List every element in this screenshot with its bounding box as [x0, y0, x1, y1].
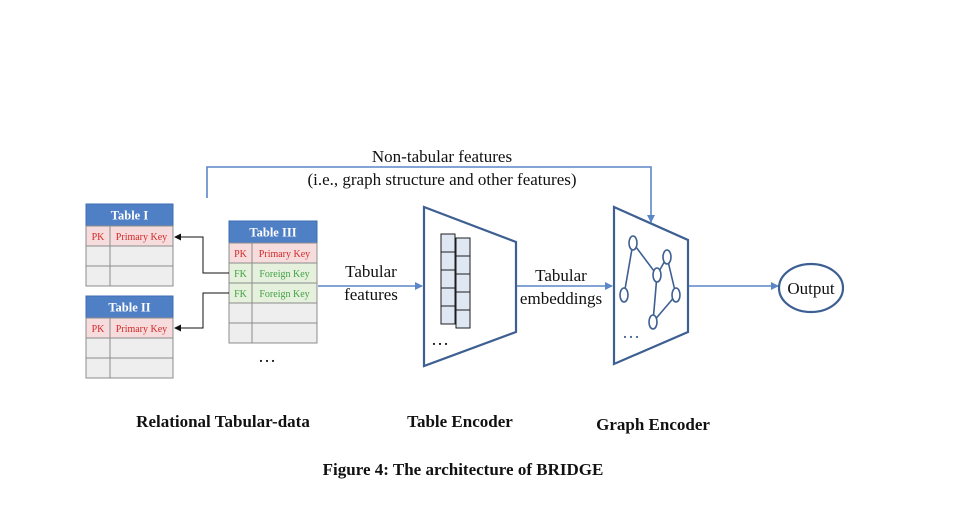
output-label: Output — [787, 279, 835, 298]
table-i-pk-label: Primary Key — [116, 232, 167, 243]
table-ii-pk-code: PK — [92, 324, 106, 335]
non-tabular-arrow — [206, 166, 655, 223]
fk1-to-table-i-connector — [174, 233, 229, 274]
table-iii-fk1-code: FK — [234, 269, 248, 280]
embedding-grid-icon — [440, 233, 471, 329]
table-iii: Table III PK Primary Key FK Foreign Key … — [228, 220, 318, 344]
graph-network-icon — [619, 235, 681, 330]
table-encoder-label: Table Encoder — [407, 412, 513, 431]
relational-tabular-data-label: Relational Tabular-data — [136, 412, 310, 431]
table-i-pk-code: PK — [92, 232, 106, 243]
non-tabular-label-line1: Non-tabular features — [372, 147, 512, 166]
table-ii: Table II PK Primary Key — [85, 295, 174, 379]
graph-encoder-label: Graph Encoder — [596, 415, 710, 434]
figure-caption: Figure 4: The architecture of BRIDGE — [323, 460, 604, 479]
table-i-title: Table I — [111, 209, 149, 223]
table-ii-title: Table II — [108, 301, 150, 315]
table-iii-fk1-label: Foreign Key — [259, 269, 309, 280]
table-ii-pk-label: Primary Key — [116, 324, 167, 335]
table-iii-pk-label: Primary Key — [259, 249, 310, 260]
fk2-to-table-ii-connector — [174, 292, 229, 332]
table-iii-pk-code: PK — [234, 249, 248, 260]
more-tables-ellipsis: … — [258, 346, 276, 366]
non-tabular-label-line2: (i.e., graph structure and other feature… — [307, 170, 576, 189]
table-iii-title: Table III — [249, 226, 296, 240]
tabular-features-label-line1: Tabular — [345, 262, 397, 281]
tabular-embeddings-label-line1: Tabular — [535, 266, 587, 285]
output-node — [777, 262, 845, 314]
tabular-embeddings-label-line2: embeddings — [520, 289, 602, 308]
table-encoder-ellipsis: … — [431, 329, 449, 349]
tabular-features-label-line2: features — [344, 285, 398, 304]
table-i: Table I PK Primary Key — [85, 203, 174, 287]
table-iii-fk2-label: Foreign Key — [259, 289, 309, 300]
table-iii-fk2-code: FK — [234, 289, 248, 300]
graph-encoder-ellipsis: … — [622, 322, 640, 342]
